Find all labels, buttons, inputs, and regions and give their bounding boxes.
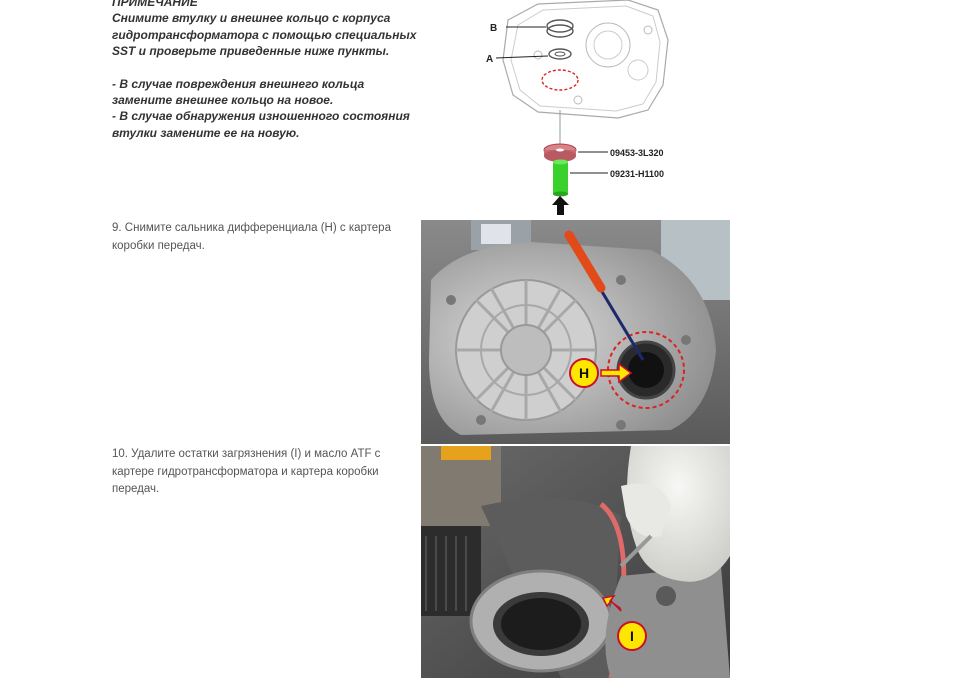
step-line: 9. Снимите сальника дифференциала (H) с … (112, 222, 391, 234)
note-line: гидротрансформатора с помощью специальны… (112, 27, 417, 42)
note-block: ПРИМЕЧАНИЕ Снимите втулку и внешнее коль… (112, 0, 432, 141)
note-line: втулки замените ее на новую. (112, 125, 300, 140)
photo-case-cleaning: I (421, 446, 730, 678)
step-10-text: 10. Удалите остатки загрязнения (I) и ма… (112, 446, 402, 499)
note-spacer (112, 60, 432, 76)
arrow-up-icon (552, 196, 569, 215)
diagram-label-b: B (490, 23, 497, 34)
step-line: 10. Удалите остатки загрязнения (I) и ма… (112, 448, 381, 460)
marker-i-label: I (630, 628, 634, 644)
step-9-text: 9. Снимите сальника дифференциала (H) с … (112, 220, 402, 255)
step-line: картере гидротрансформатора и картера ко… (112, 465, 379, 478)
marker-h-label: H (579, 365, 589, 381)
note-heading: ПРИМЕЧАНИЕ (112, 0, 198, 9)
tool-1-label: 09453-3L320 (610, 148, 664, 158)
note-line: SST и проверьте приведенные ниже пункты. (112, 44, 390, 59)
tool-2-label: 09231-H1100 (610, 169, 664, 179)
step-line: передач. (112, 483, 160, 495)
note-line: Снимите втулку и внешнее кольцо с корпус… (112, 11, 391, 26)
note-line: - В случае повреждения внешнего кольца (112, 76, 365, 91)
diagram-label-a: A (486, 54, 493, 65)
photo-differential-seal: H (421, 220, 730, 444)
bushing-removal-diagram: B A 09453-3L320 09231-H1100 (478, 0, 688, 215)
arrow-right-icon (600, 362, 633, 384)
arrow-icon (601, 594, 622, 612)
step-line: коробки передач. (112, 239, 205, 252)
note-line: - В случае обнаружения изношенного состо… (112, 109, 410, 124)
marker-h-badge (569, 358, 599, 388)
marker-i-badge (617, 621, 647, 651)
note-line: замените внешнее кольцо на новое. (112, 93, 334, 108)
